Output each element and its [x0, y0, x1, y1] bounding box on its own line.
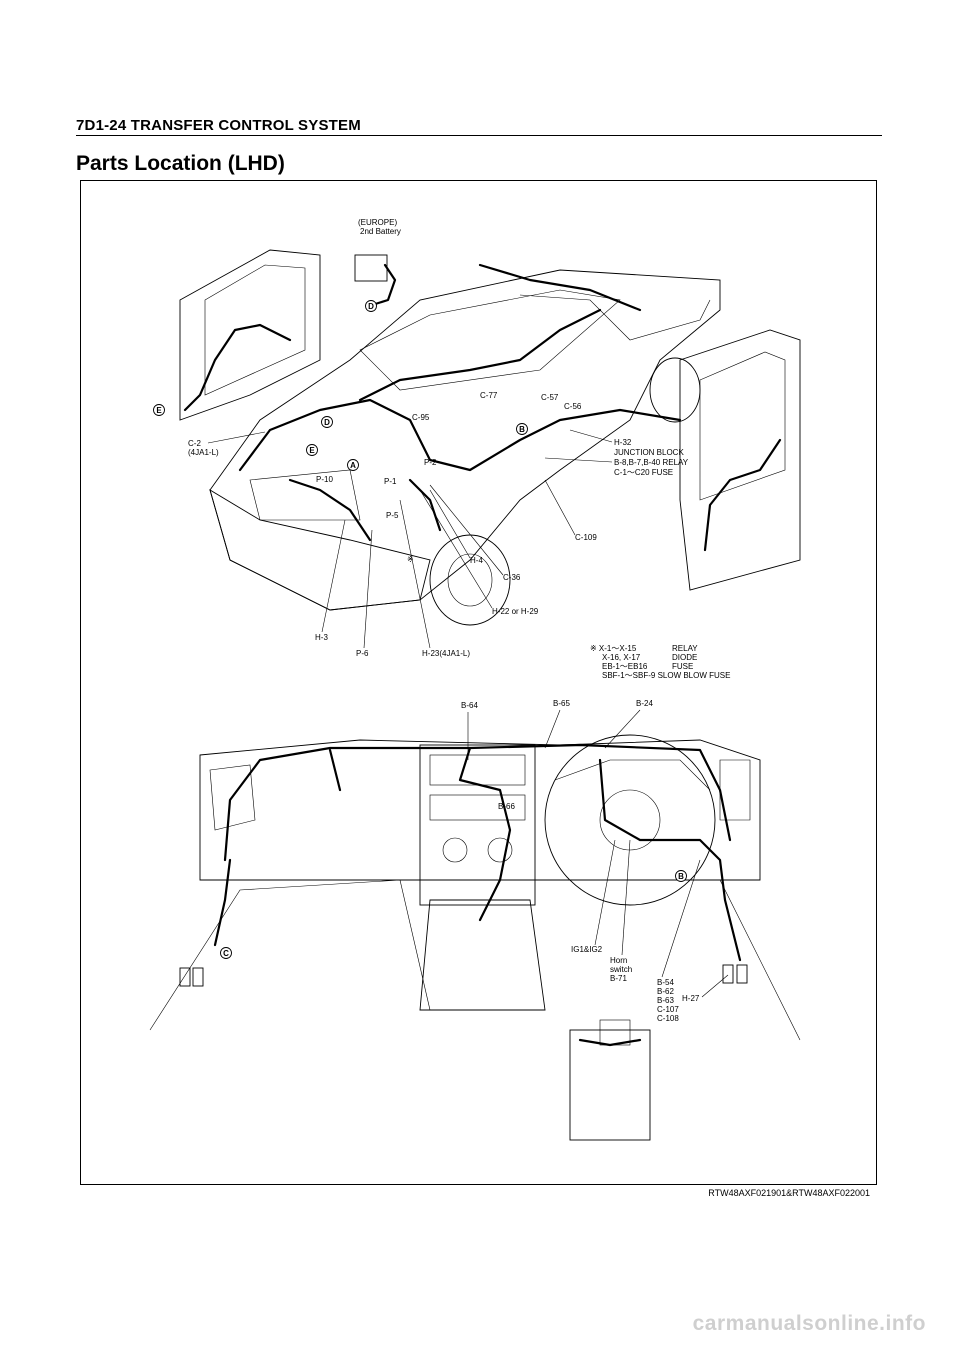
- svg-text:B: B: [678, 872, 684, 881]
- label-h4: H-4: [470, 556, 483, 565]
- label-p10: P-10: [316, 475, 333, 484]
- label-h23: H-23(4JA1-L): [422, 649, 470, 658]
- label-h3: H-3: [315, 633, 328, 642]
- label-europe: (EUROPE): [358, 218, 397, 227]
- label-c108: C-108: [657, 1014, 679, 1023]
- figure-code: RTW48AXF021901&RTW48AXF022001: [708, 1188, 870, 1198]
- circle-tag-b-upper: B: [516, 423, 528, 435]
- label-ref-mark: ※: [407, 555, 414, 564]
- label-horn: Horn: [610, 956, 627, 965]
- note-diode-range: X-16, X-17: [602, 653, 641, 662]
- label-p2: P-2: [424, 458, 437, 467]
- label-h32: H-32: [614, 438, 632, 447]
- note-relay-range: ※ X-1～X-15: [590, 644, 637, 653]
- label-p5: P-5: [386, 511, 399, 520]
- section-title: Parts Location (LHD): [76, 152, 285, 175]
- label-p6: P-6: [356, 649, 369, 658]
- circle-tag-c: C: [220, 947, 232, 959]
- circle-tag-d-mid: D: [321, 416, 333, 428]
- label-b62: B-62: [657, 987, 674, 996]
- label-c2-sub: (4JA1-L): [188, 448, 219, 457]
- label-b63: B-63: [657, 996, 674, 1005]
- label-p1: P-1: [384, 477, 397, 486]
- svg-text:B: B: [519, 425, 525, 434]
- note-diode: DIODE: [672, 653, 697, 662]
- circle-tag-b-lower: B: [675, 870, 687, 882]
- label-h27: H-27: [682, 994, 700, 1003]
- dashboard-illustration: [149, 734, 801, 1141]
- label-c109: C-109: [575, 533, 597, 542]
- label-b65: B-65: [553, 699, 570, 708]
- label-c107: C-107: [657, 1005, 679, 1014]
- label-c36: C-36: [503, 573, 521, 582]
- circle-tag-e-mid: E: [306, 444, 318, 456]
- page-header-title: 7D1-24 TRANSFER CONTROL SYSTEM: [76, 117, 361, 134]
- note-slow-blow-fuse: SBF-1～SBF-9 SLOW BLOW FUSE: [602, 671, 730, 680]
- label-ig1-ig2: IG1&IG2: [571, 945, 603, 954]
- label-c95: C-95: [412, 413, 430, 422]
- header-rule: [76, 135, 882, 136]
- label-h22-h29: H-22 or H-29: [492, 607, 539, 616]
- label-c77: C-77: [480, 391, 498, 400]
- circle-tag-e-left: E: [153, 404, 165, 416]
- svg-text:E: E: [156, 406, 162, 415]
- label-b64: B-64: [461, 701, 478, 710]
- label-b54: B-54: [657, 978, 674, 987]
- vehicle-illustration: [179, 249, 801, 626]
- note-relay: RELAY: [672, 644, 698, 653]
- svg-text:C: C: [223, 949, 229, 958]
- svg-text:A: A: [350, 461, 356, 470]
- label-2nd-battery: 2nd Battery: [360, 227, 401, 236]
- label-switch: switch: [610, 965, 632, 974]
- note-fuse-range: EB-1～EB16: [602, 662, 648, 671]
- label-b66: B-66: [498, 802, 515, 811]
- label-c56: C-56: [564, 402, 582, 411]
- svg-text:E: E: [309, 446, 315, 455]
- label-junction-block: JUNCTION BLOCK: [614, 448, 684, 457]
- label-b71: B-71: [610, 974, 627, 983]
- label-b24: B-24: [636, 699, 653, 708]
- note-fuse: FUSE: [672, 662, 693, 671]
- circle-tag-d-upper: D: [365, 300, 377, 312]
- figure-frame: [80, 180, 877, 1185]
- label-c2: C-2: [188, 439, 201, 448]
- watermark: carmanualsonline.info: [692, 1312, 926, 1335]
- svg-text:D: D: [368, 302, 374, 311]
- label-c57: C-57: [541, 393, 559, 402]
- circle-tag-a: A: [347, 459, 359, 471]
- label-relay-list: B-8,B-7,B-40 RELAY: [614, 458, 689, 467]
- label-fuse-list: C-1～C20 FUSE: [614, 468, 673, 477]
- svg-text:D: D: [324, 418, 330, 427]
